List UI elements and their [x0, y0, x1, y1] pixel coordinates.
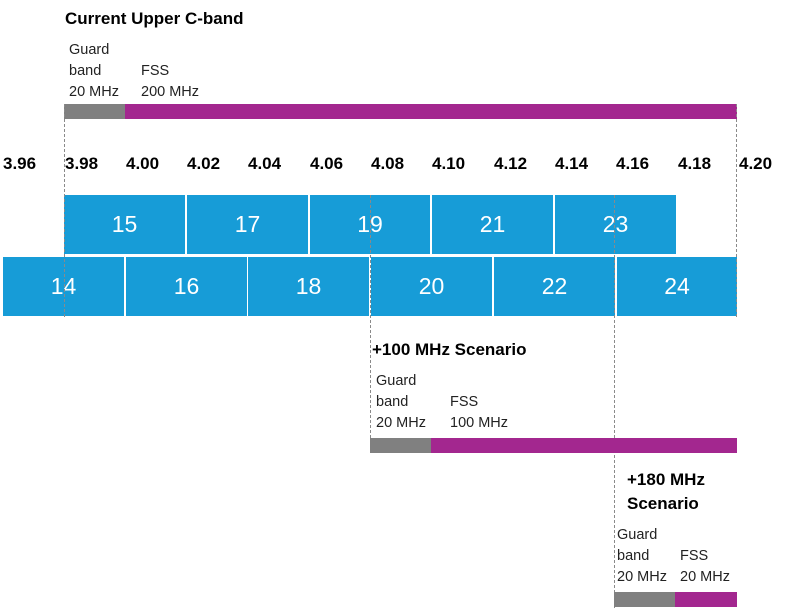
tick-label: 4.06 [310, 154, 344, 173]
scenario-100-fss-bar [431, 438, 737, 453]
channel-18: 18 [248, 257, 369, 316]
channel-16: 16 [126, 257, 247, 316]
current-guard-label: Guard band 20 MHz [69, 42, 119, 100]
current-band-title: Current Upper C-band [65, 9, 244, 28]
channel-14: 14 [3, 257, 124, 316]
tick-label: 4.10 [432, 154, 466, 173]
channel-22: 22 [494, 257, 615, 316]
scenario-180-fss-bar [675, 592, 737, 607]
tick-label: 3.96 [3, 154, 37, 173]
tick-label: 4.14 [555, 154, 589, 173]
guide-line [614, 195, 615, 608]
scenario-180-guard-bar [614, 592, 675, 607]
scenario-100-title: +100 MHz Scenario [372, 340, 527, 359]
scenario-100-fss-label: FSS 100 MHz [450, 394, 509, 431]
current-fss-bar [125, 104, 737, 119]
channel-24: 24 [617, 257, 737, 316]
tick-label: 4.16 [616, 154, 650, 173]
tick-label: 4.18 [678, 154, 712, 173]
current-fss-label: FSS 200 MHz [141, 63, 200, 100]
tick-label: 4.08 [371, 154, 405, 173]
scenario-100-guard-bar [370, 438, 431, 453]
tick-label: 4.12 [494, 154, 528, 173]
guide-line [736, 104, 737, 317]
channel-20: 20 [371, 257, 492, 316]
tick-label: 4.04 [248, 154, 282, 173]
tick-label: 4.00 [126, 154, 160, 173]
guide-line [64, 104, 65, 317]
guide-line [370, 195, 371, 453]
channel-17: 17 [187, 195, 308, 254]
scenario-180-fss-label: FSS 20 MHz [680, 548, 730, 585]
tick-label: 4.20 [739, 154, 773, 173]
scenario-100-guard-label: Guard band 20 MHz [376, 373, 426, 431]
tick-label: 4.02 [187, 154, 221, 173]
channel-15: 15 [64, 195, 185, 254]
current-guard-bar [64, 104, 125, 119]
tick-label: 3.98 [65, 154, 99, 173]
scenario-180-title: +180 MHz Scenario [627, 470, 705, 513]
channel-23: 23 [555, 195, 676, 254]
scenario-180-guard-label: Guard band 20 MHz [617, 527, 667, 585]
channel-21: 21 [432, 195, 553, 254]
